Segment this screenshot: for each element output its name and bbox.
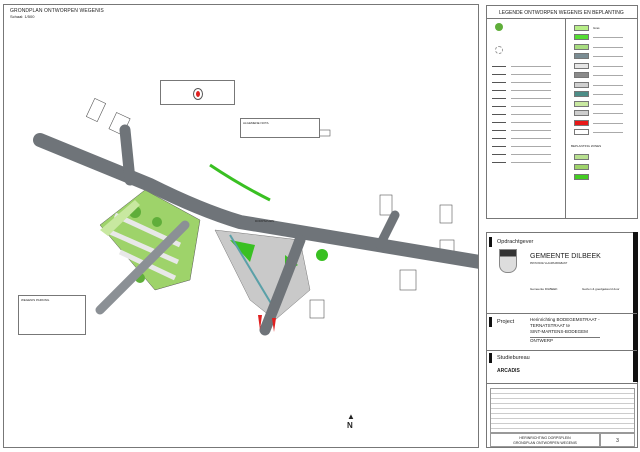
legend-swatch	[574, 119, 589, 126]
tree	[152, 217, 162, 227]
general-note: ALGEMENE NOTA	[240, 118, 320, 138]
note-box-sign	[160, 80, 235, 105]
legend-line-symbol	[492, 90, 506, 91]
sheet-title: GRONDPLAN ONTWORPEN WEGENIS	[10, 8, 104, 14]
tree-icon	[495, 23, 503, 31]
planting-title: BEPLANTING ZONES	[571, 144, 602, 148]
legend-line-symbol	[492, 162, 506, 163]
legend-title: LEGENDE ONTWORPEN WEGENIS EN BEPLANTING	[487, 6, 637, 19]
planting-swatch	[574, 154, 589, 160]
legend: LEGENDE ONTWORPEN WEGENIS EN BEPLANTING …	[486, 5, 638, 219]
legend-swatch	[574, 81, 589, 88]
legend-line-symbol	[492, 98, 506, 99]
legend-item-gras: Gras	[593, 26, 600, 30]
street-label: DORPSPLEIN	[255, 219, 274, 223]
sheet-scale: Schaal: 1/500	[10, 14, 35, 19]
roads	[33, 124, 478, 336]
legend-line-symbol	[492, 114, 506, 115]
legend-line-symbol	[492, 66, 506, 67]
legend-line-symbol	[492, 106, 506, 107]
client-label: Opdrachtgever	[497, 239, 534, 245]
legend-swatch	[574, 72, 589, 78]
drawing-frame	[3, 4, 479, 448]
title-block: Opdrachtgever GEMEENTE DILBEEK PROVINCIE…	[486, 232, 638, 448]
plan-title: HERINRICHTING DORPSPLEIN	[519, 436, 571, 440]
legend-swatch	[574, 53, 589, 59]
legend-line-symbol	[492, 74, 506, 75]
legend-swatch	[574, 100, 589, 107]
existing-tree-icon	[495, 46, 503, 54]
site-plan: DORPSPLEIN	[33, 98, 478, 336]
legend-swatch	[574, 34, 589, 40]
note-box-title: WEGENIS PARKING	[21, 298, 50, 302]
legend-swatch	[574, 129, 589, 135]
legend-swatch	[574, 91, 589, 97]
planting-swatch	[574, 164, 589, 170]
plaza	[214, 229, 311, 321]
legend-swatch	[574, 110, 589, 116]
traffic-sign-icon	[192, 88, 203, 100]
planting-swatch	[574, 174, 589, 180]
municipal-crest-icon	[499, 249, 517, 273]
legend-line-symbol	[492, 154, 506, 155]
legend-line-symbol	[492, 138, 506, 139]
project-title: Herinrichting BODEGEMSTRAAT -	[530, 317, 600, 322]
plan-number: 3	[600, 433, 635, 447]
legend-line-symbol	[492, 146, 506, 147]
note-box-parking: WEGENIS PARKING	[18, 295, 86, 335]
legend-swatch	[574, 62, 589, 69]
legend-line-symbol	[492, 130, 506, 131]
legend-line-symbol	[492, 122, 506, 123]
legend-line-symbol	[492, 82, 506, 83]
arcadis-logo: ARCADIS	[497, 368, 520, 374]
client-name: GEMEENTE DILBEEK	[530, 253, 601, 260]
legend-swatch	[574, 43, 589, 50]
revision-table	[490, 388, 635, 433]
north-arrow-icon: ▲N	[347, 412, 355, 430]
note-title: ALGEMENE NOTA	[243, 121, 269, 125]
